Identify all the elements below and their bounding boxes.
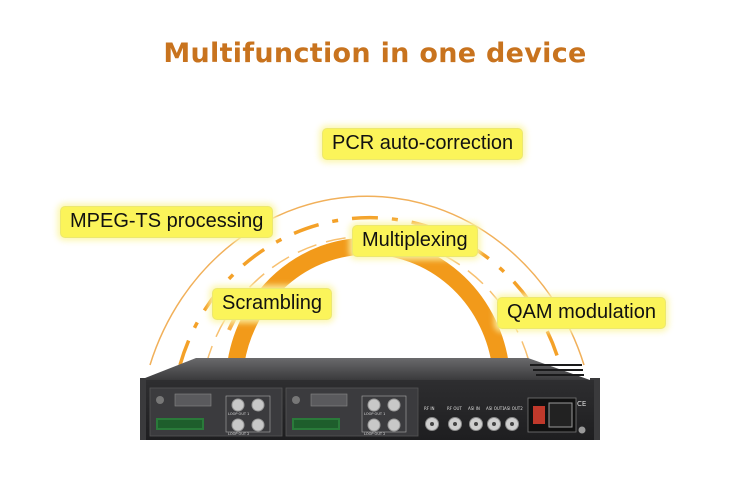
outer-thin-arc [149,195,585,366]
feature-scrambling: Scrambling [212,288,333,320]
rack-ear-left [140,378,150,440]
rack-ear-right [590,378,600,440]
feature-pcr-auto-correction: PCR auto-correction [322,128,524,160]
port-label-asi-out2: ASI OUT2 [504,406,523,411]
port-label-rf-out: RF OUT [447,406,462,411]
ground-screw [578,426,586,434]
module-slot-1 [149,387,283,437]
ce-mark: CE [577,400,587,408]
device-port-labels: RF IN RF OUT ASI IN ASI OUT1 ASI OUT2 [424,406,524,414]
rf-asi-connector-cores [430,422,514,426]
port-label-asi-in: ASI IN [468,406,480,411]
vent-slots [530,364,584,376]
feature-qam-modulation: QAM modulation [497,297,666,329]
module-slot-2 [285,387,419,437]
feature-mpeg-ts-processing: MPEG-TS processing [60,206,274,238]
power-inlet [527,397,577,433]
port-label-asi-out1: ASI OUT1 [486,406,505,411]
page-title: Multifunction in one device [163,38,587,69]
chassis-top [140,358,590,380]
feature-multiplexing: Multiplexing [352,225,478,257]
port-label-rf-in: RF IN [424,406,435,411]
